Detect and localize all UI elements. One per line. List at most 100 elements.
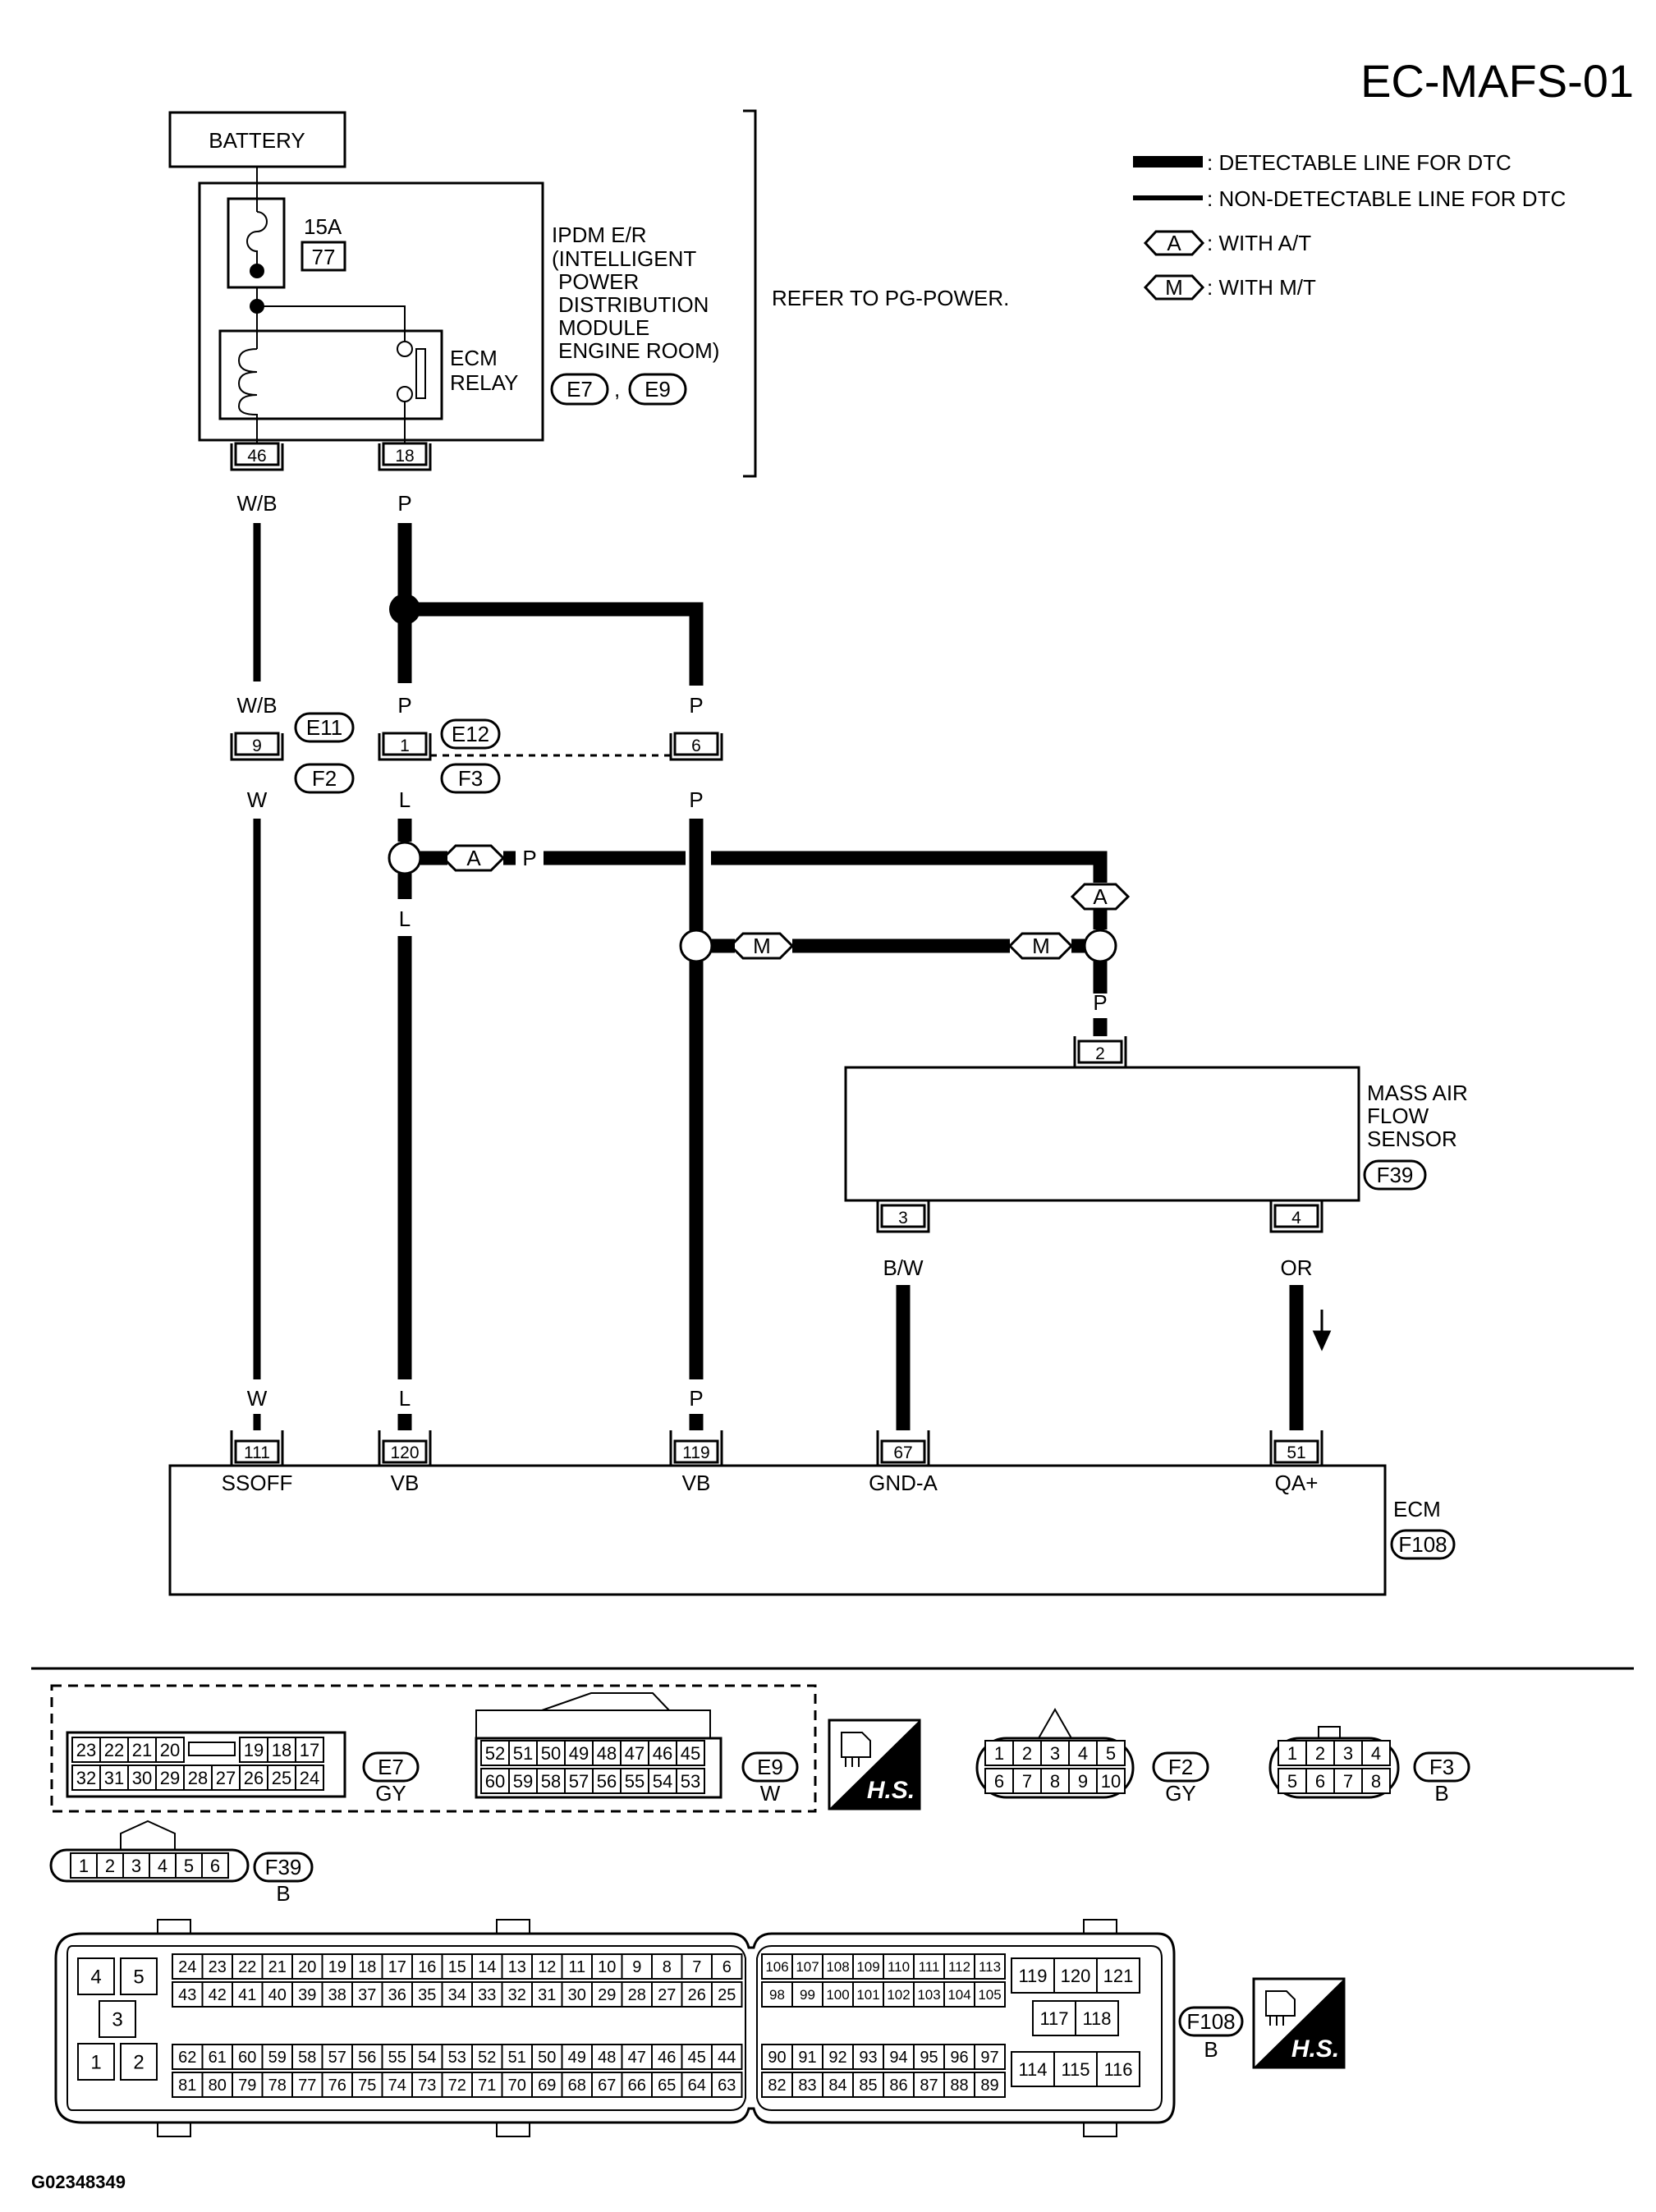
pin-number: 26 bbox=[244, 1768, 264, 1788]
pin-cell bbox=[232, 2072, 264, 2098]
pin-number: 91 bbox=[798, 2049, 816, 2067]
pin-number: 107 bbox=[796, 1959, 819, 1975]
pin-number: 118 bbox=[1082, 2008, 1111, 2029]
pin-number: 75 bbox=[358, 2077, 376, 2095]
pin-number: 30 bbox=[568, 1986, 586, 2004]
pin-number: 4 bbox=[158, 1856, 167, 1876]
pin-number: 113 bbox=[979, 1959, 1001, 1975]
pin-cell bbox=[172, 2072, 204, 2098]
wire-color-l-2: L bbox=[399, 906, 411, 931]
pin-number: 57 bbox=[328, 2049, 346, 2067]
pin-number: 90 bbox=[768, 2049, 786, 2067]
ecm-pin-67: 67 bbox=[876, 1430, 930, 1467]
wire-color-p-4: P bbox=[689, 787, 703, 812]
pin-number: 116 bbox=[1103, 2059, 1132, 2080]
pin-number: 2 bbox=[1315, 1743, 1325, 1764]
pin-label: 119 bbox=[682, 1443, 709, 1462]
pin-number: 19 bbox=[244, 1740, 264, 1760]
refer-text: REFER TO PG-POWER. bbox=[772, 286, 1009, 310]
pin-number: 19 bbox=[328, 1958, 346, 1976]
pin-cell bbox=[651, 2072, 683, 2098]
fuse-number: 77 bbox=[312, 245, 336, 269]
pin-number: 25 bbox=[718, 1986, 736, 2004]
pin-number: 49 bbox=[569, 1743, 589, 1764]
pin-number: 10 bbox=[1101, 1771, 1121, 1792]
pin-cell bbox=[172, 2044, 204, 2070]
pin-number: 52 bbox=[478, 2049, 496, 2067]
wire-color-p: P bbox=[397, 491, 411, 516]
pin-number: 30 bbox=[132, 1768, 152, 1788]
pin-cell bbox=[501, 2044, 533, 2070]
conn-badge-e7-view-text: E7 bbox=[378, 1755, 404, 1779]
pin-number: 16 bbox=[418, 1958, 436, 1976]
pin-number: 105 bbox=[978, 1987, 1001, 2003]
pin-cell bbox=[295, 1765, 324, 1791]
pin-cell bbox=[155, 1737, 185, 1763]
conn-badge-f3 bbox=[440, 763, 501, 794]
pin-number: 23 bbox=[76, 1740, 96, 1760]
pin-number: 88 bbox=[950, 2077, 968, 2095]
pin-cell bbox=[1040, 1740, 1070, 1766]
connector-frame bbox=[475, 1737, 722, 1799]
pin-number: 8 bbox=[1050, 1771, 1060, 1792]
pin-number: 109 bbox=[856, 1959, 879, 1975]
refer-bracket bbox=[743, 109, 757, 478]
pin-number: 45 bbox=[688, 2049, 706, 2067]
pin-number: 87 bbox=[920, 2077, 938, 2095]
pin-number: 86 bbox=[889, 2077, 907, 2095]
pin-number: 65 bbox=[658, 2077, 676, 2095]
pin-cell bbox=[441, 2044, 473, 2070]
pin-cell bbox=[411, 2044, 443, 2070]
wire-color-p-at: P bbox=[522, 846, 536, 870]
conn-badge-e7 bbox=[550, 373, 609, 406]
pin-cell bbox=[591, 1953, 623, 1980]
pin-number: 22 bbox=[238, 1958, 256, 1976]
pin-number: 50 bbox=[541, 1743, 561, 1764]
pin-cell bbox=[321, 2072, 353, 2098]
pin-number: 106 bbox=[765, 1959, 788, 1975]
pin-number: 66 bbox=[628, 2077, 646, 2095]
pin-cell bbox=[883, 1953, 915, 1980]
pin-number: 60 bbox=[485, 1771, 505, 1792]
maf-name-line: SENSOR bbox=[1367, 1127, 1457, 1151]
wire-color-bw: B/W bbox=[883, 1255, 924, 1280]
conn-badge-f3-view bbox=[1413, 1751, 1470, 1783]
pin-number: 50 bbox=[538, 2049, 556, 2067]
pin-number: 2 bbox=[1022, 1743, 1032, 1764]
conn-badge-f108-view-text: F108 bbox=[1186, 2009, 1235, 2034]
pin-cell bbox=[122, 1852, 150, 1879]
pin-number: 83 bbox=[798, 2077, 816, 2095]
pin-number: 49 bbox=[568, 2049, 586, 2067]
ipdm-name: IPDM E/R (INTELLIGENT POWER DISTRIBUTION… bbox=[552, 223, 719, 363]
pin-number: 24 bbox=[300, 1768, 319, 1788]
wire-color-p-2: P bbox=[397, 693, 411, 718]
pin-cell bbox=[441, 1953, 473, 1980]
pin-number: 119 bbox=[1018, 1966, 1047, 1986]
pin-number: 1 bbox=[1287, 1743, 1297, 1764]
pin-cell bbox=[761, 1981, 793, 2008]
conn-badge-f39-view bbox=[253, 1852, 314, 1883]
pin-cell bbox=[974, 2044, 1006, 2070]
pin-number: 54 bbox=[653, 1771, 672, 1792]
conn-color-f3: B bbox=[1434, 1781, 1448, 1806]
pin-cell bbox=[791, 2044, 823, 2070]
pin-cell bbox=[1361, 1740, 1391, 1766]
pin-number: 104 bbox=[947, 1987, 970, 2003]
conn-badge-f3-text: F3 bbox=[458, 766, 483, 791]
pin-label: 3 bbox=[898, 1209, 908, 1228]
relay-contact-bottom bbox=[397, 386, 413, 402]
pin-number: 67 bbox=[598, 2077, 616, 2095]
connector-f108 bbox=[54, 1919, 1176, 2137]
pin-number: 28 bbox=[628, 1986, 646, 2004]
pin-number: 7 bbox=[1343, 1771, 1353, 1792]
pin-number: 98 bbox=[769, 1987, 785, 2003]
pin-number: 59 bbox=[268, 2049, 287, 2067]
ipdm-pin-46: 46 bbox=[230, 442, 284, 471]
pin-cell bbox=[480, 1768, 510, 1794]
pin-number: 100 bbox=[826, 1987, 849, 2003]
pin-number: 4 bbox=[1371, 1743, 1381, 1764]
pin-label: 67 bbox=[893, 1443, 912, 1462]
